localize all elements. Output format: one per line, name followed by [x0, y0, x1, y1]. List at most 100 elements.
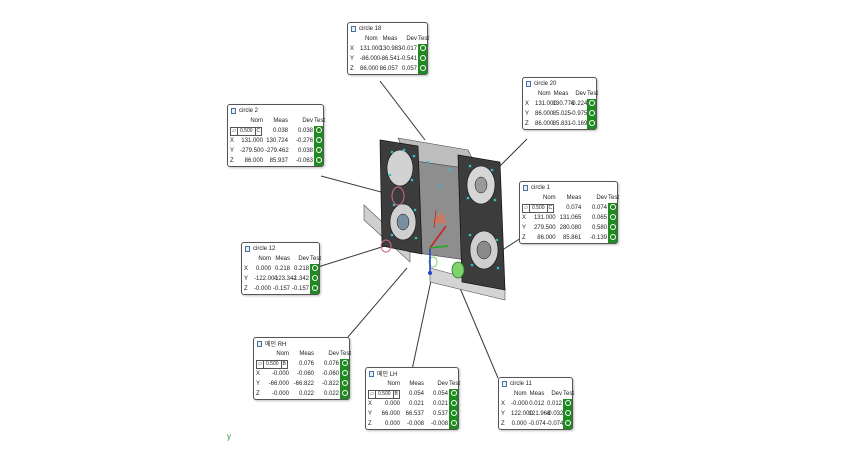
pass-indicator [418, 64, 427, 74]
document-icon [351, 25, 356, 32]
flatness-icon: ⏥ [257, 361, 264, 368]
callout-title: circle 18 [348, 23, 427, 34]
col-header-meas: Meas [275, 256, 290, 262]
pass-indicator [608, 213, 617, 223]
pass-indicator [418, 44, 427, 54]
pass-indicator [449, 389, 458, 399]
coordinate-triad [428, 209, 449, 275]
pass-indicator [314, 146, 323, 156]
left-flange-bore-top [386, 149, 414, 187]
callout-title: circle 12 [242, 243, 319, 254]
col-header-test: Test [340, 349, 352, 359]
leader-lines [317, 80, 528, 379]
col-header-test: Test [449, 379, 461, 389]
callout-title: circle 20 [523, 78, 596, 89]
pass-indicator [340, 389, 349, 399]
callout-title: circle 2 [228, 105, 323, 116]
pass-indicator [449, 399, 458, 409]
pass-indicator [608, 233, 617, 243]
circle-12-marker[interactable] [380, 239, 392, 253]
flatness-icon: ⏥ [523, 205, 530, 212]
callout-title: circle 11 [499, 378, 572, 389]
col-header-test: Test [608, 193, 620, 203]
table-row: Y-122.000-123.342-1.342 [242, 274, 319, 284]
col-header-meas: Meas [409, 381, 424, 387]
document-icon [231, 107, 236, 114]
pass-indicator [563, 419, 572, 429]
col-header-dev: Dev [551, 391, 562, 397]
pass-indicator [587, 119, 596, 129]
part-model[interactable] [363, 137, 506, 301]
col-header-nom: Nom [258, 256, 271, 262]
pass-indicator [340, 379, 349, 389]
col-header-dev: Dev [437, 381, 448, 387]
main-lh-marker[interactable] [428, 256, 438, 268]
col-header-test: Test [563, 389, 575, 399]
circle-11-marker[interactable] [451, 261, 465, 279]
circle-2-marker[interactable] [391, 186, 405, 206]
document-icon [523, 184, 528, 191]
pass-indicator [449, 409, 458, 419]
axis-triad-label: y [227, 432, 231, 441]
pass-indicator [563, 409, 572, 419]
callout-title: 메인 LH [366, 368, 458, 379]
col-header-meas: Meas [382, 36, 398, 42]
pass-indicator [314, 126, 323, 136]
col-header-test: Test [314, 116, 326, 126]
col-header-nom: Nom [250, 118, 263, 124]
pass-indicator [587, 109, 596, 119]
col-header-dev: Dev [302, 118, 313, 124]
pass-indicator [418, 54, 427, 64]
col-header-nom: Nom [364, 36, 378, 42]
pass-indicator [563, 399, 572, 409]
document-icon [245, 245, 250, 252]
pass-indicator [310, 274, 319, 284]
col-header-meas: Meas [529, 391, 545, 397]
pass-indicator [340, 369, 349, 379]
right-flange-hole-bottom [476, 240, 492, 260]
pass-indicator [608, 203, 617, 213]
col-header-test: Test [418, 34, 430, 44]
col-header-dev: Dev [406, 36, 417, 42]
pass-indicator [608, 223, 617, 233]
col-header-meas: Meas [299, 351, 314, 357]
callout-title: 메인 RH [254, 338, 349, 349]
document-icon [526, 80, 531, 87]
flatness-icon: ⏥ [369, 391, 376, 398]
col-header-nom: Nom [537, 91, 551, 97]
document-icon [369, 370, 374, 377]
table-row: Z-0.000-0.157-0.157 [242, 284, 319, 294]
table-row: X-0.000-0.060-0.060 [254, 369, 349, 379]
